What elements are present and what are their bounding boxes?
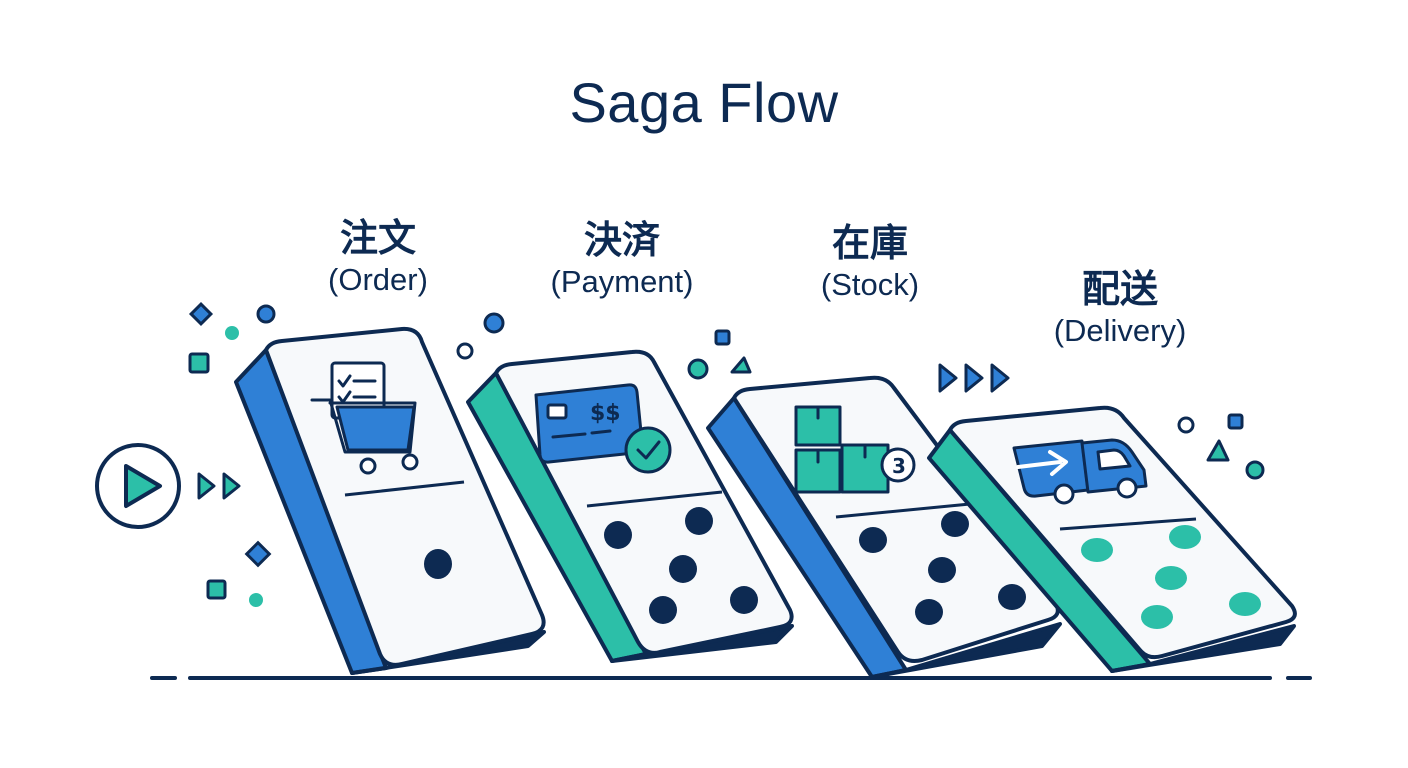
step-label-jp: 配送 xyxy=(1081,267,1158,311)
step-label-jp: 決済 xyxy=(583,218,660,262)
pips-delivery xyxy=(1081,525,1261,629)
delivery-truck-icon xyxy=(1012,438,1148,505)
currency-symbol: $$ xyxy=(590,401,621,426)
play-icon xyxy=(95,443,181,529)
step-label-en: (Delivery) xyxy=(1053,313,1187,348)
shopping-cart-checklist-icon xyxy=(310,361,419,475)
step-label-en: (Order) xyxy=(328,262,428,297)
pips-payment xyxy=(604,507,758,624)
forward-arrows-icon xyxy=(938,363,1010,393)
step-label-stock: 在庫 (Stock) xyxy=(750,220,990,304)
confetti-decoration xyxy=(188,301,1265,607)
pips-order xyxy=(424,549,452,579)
step-label-order: 注文 (Order) xyxy=(258,215,498,299)
diagram-title: Saga Flow xyxy=(569,71,839,134)
credit-card-check-icon: $$ xyxy=(534,383,672,474)
step-label-jp: 注文 xyxy=(339,216,416,260)
pips-stock xyxy=(859,511,1026,625)
step-label-payment: 決済 (Payment) xyxy=(502,217,742,301)
stacked-boxes-icon: 3 xyxy=(794,405,916,494)
step-label-delivery: 配送 (Delivery) xyxy=(1000,266,1240,350)
step-label-en: (Payment) xyxy=(550,264,694,299)
stock-count-badge: 3 xyxy=(892,454,906,478)
step-label-en: (Stock) xyxy=(820,267,920,302)
forward-arrows-icon xyxy=(197,472,241,500)
step-label-jp: 在庫 xyxy=(831,221,908,265)
